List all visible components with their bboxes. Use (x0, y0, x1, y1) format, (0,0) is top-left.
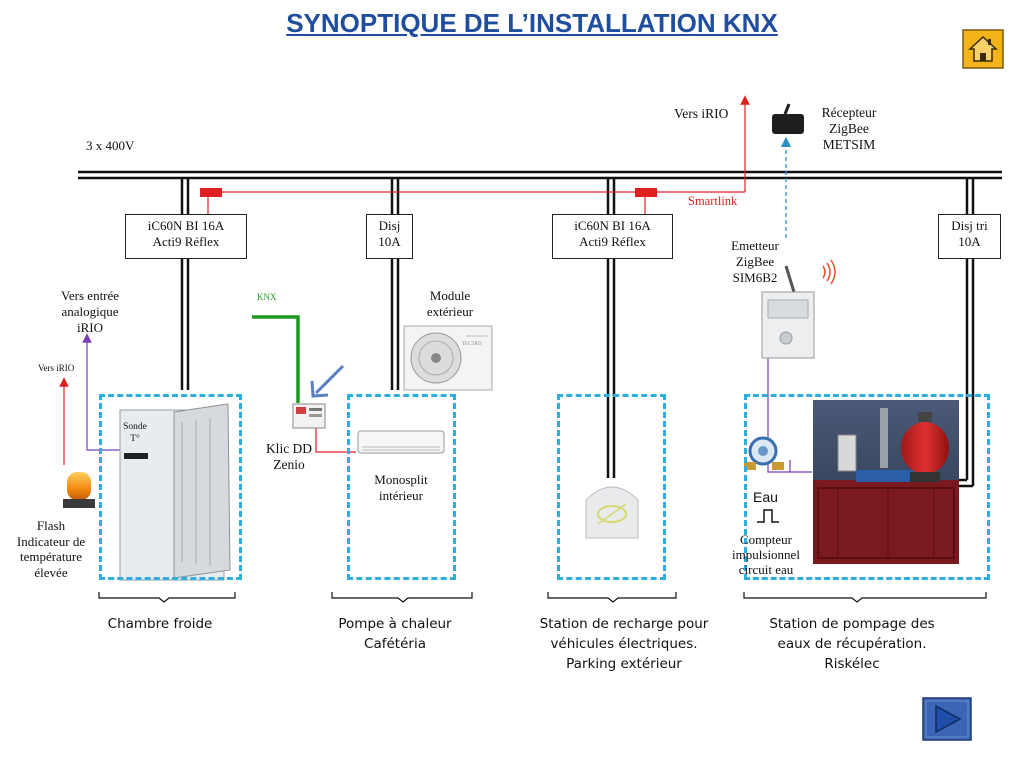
ac-brand-label: TECTRO (462, 342, 482, 347)
smartlink-line (200, 95, 750, 214)
smartlink-connector (200, 188, 222, 197)
zone-ev-charging (557, 394, 666, 580)
klic-module (292, 403, 326, 429)
pulse-signal-icon (757, 509, 779, 523)
smartlink-connector (635, 188, 657, 197)
monosplit-label: Monosplit intérieur (374, 472, 428, 503)
caption-cold-room: Chambre froide (107, 616, 213, 632)
breaker-line: Acti9 Réflex (152, 234, 220, 249)
vers-irio-top-label: Vers iRIO (674, 106, 729, 121)
breaker-line: iC60N BI 16A (574, 218, 651, 233)
vers-irio-small-label: Vers iRIO (38, 363, 75, 373)
breaker-box-cold-room: iC60N BI 16A Acti9 Réflex (125, 214, 247, 259)
water-meter-device (744, 436, 784, 470)
caption-heat-pump: Pompe à chaleur Cafétéria (338, 616, 452, 652)
water-label: Eau (753, 489, 778, 505)
home-button[interactable] (962, 29, 1004, 69)
zone-cold-room (99, 394, 242, 580)
caption-pumping-station: Station de pompage des eaux de récupérat… (769, 616, 935, 672)
supply-label: 3 x 400V (86, 138, 135, 153)
wireless-signal-icon (822, 259, 836, 285)
analog-input-label: Vers entrée analogique iRIO (60, 288, 120, 335)
breaker-line: Disj (378, 218, 401, 233)
play-arrow-icon (922, 697, 972, 741)
module-ext-label: Module extérieur (426, 288, 474, 319)
zone-heat-pump (347, 394, 456, 580)
sonde-label: Sonde T° (123, 422, 147, 444)
breaker-line: Disj tri (951, 218, 988, 233)
flash-label: Flash Indicateur de température élevée (16, 518, 86, 580)
cold-room-cabinet (119, 403, 231, 581)
zigbee-receiver-device (772, 103, 804, 134)
outdoor-ac-unit (403, 325, 493, 391)
knx-bus-line (252, 315, 300, 403)
meter-label: Compteur impulsionnel circuit eau (732, 532, 800, 577)
pointer-arrow (310, 364, 345, 398)
klic-monosplit-line (315, 428, 356, 453)
breaker-box-pumping: Disj tri 10A (938, 214, 1001, 259)
caption-ev-charging: Station de recharge pour véhicules élect… (539, 616, 709, 672)
zone-pumping-station (744, 394, 990, 580)
breaker-box-ev: iC60N BI 16A Acti9 Réflex (552, 214, 673, 259)
analog-input-line (82, 333, 120, 451)
pumping-station-image (813, 400, 959, 564)
indoor-monosplit-unit (357, 430, 445, 454)
breaker-line: 10A (378, 234, 401, 249)
receiver-label: Récepteur ZigBee METSIM (821, 105, 877, 152)
breaker-line: Acti9 Réflex (579, 234, 646, 249)
breaker-line: 10A (958, 234, 981, 249)
home-icon (962, 29, 1004, 69)
next-button[interactable] (922, 697, 972, 741)
emitter-label: Emetteur ZigBee SIM6B2 (731, 238, 779, 285)
breaker-box-heat-pump: Disj 10A (366, 214, 413, 259)
zigbee-emitter-device (761, 265, 815, 359)
klic-label: Klic DD Zenio (265, 441, 313, 472)
flash-beacon (63, 472, 95, 508)
page-title-wrap: SYNOPTIQUE DE L’INSTALLATION KNX (0, 8, 1024, 39)
main-bus (78, 170, 1002, 180)
breaker-line: iC60N BI 16A (147, 218, 225, 233)
page-title: SYNOPTIQUE DE L’INSTALLATION KNX (286, 8, 778, 38)
knx-label: KNX (257, 292, 277, 302)
ev-charger (585, 486, 639, 539)
smartlink-label: Smartlink (688, 194, 738, 208)
